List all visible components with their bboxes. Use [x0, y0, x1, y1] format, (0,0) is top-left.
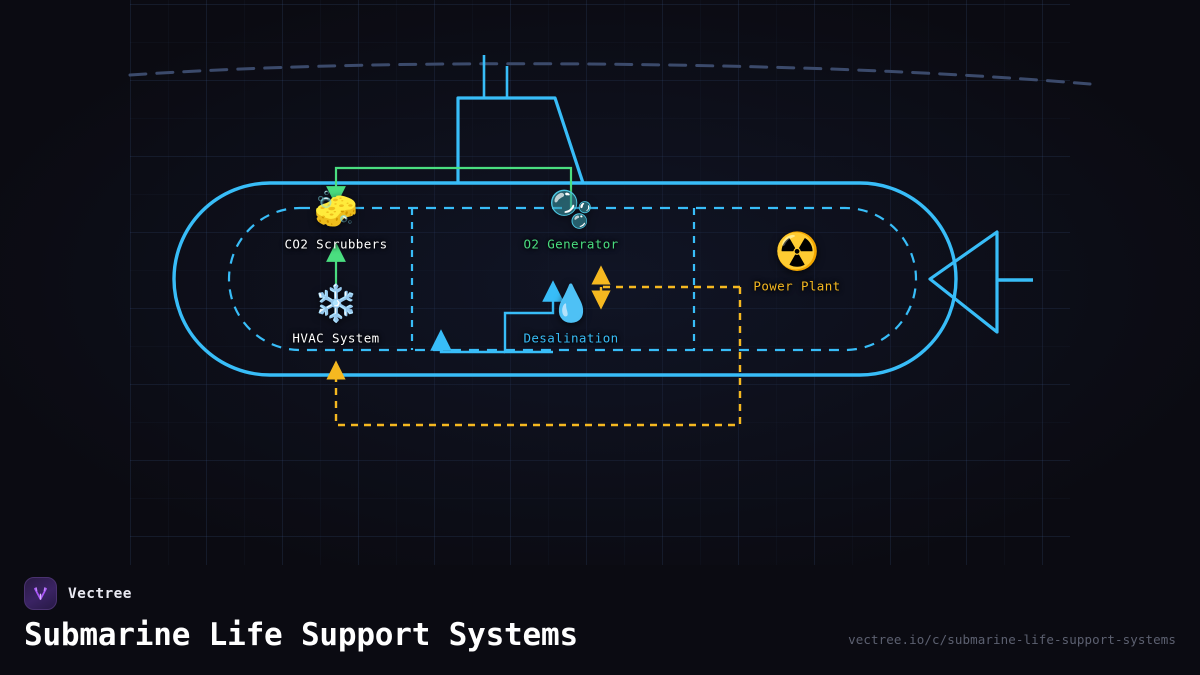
connection-power-to-o2 [591, 265, 740, 289]
page-title: Submarine Life Support Systems [24, 617, 578, 653]
footer: Vectree Submarine Life Support Systems v… [0, 565, 1200, 675]
submarine-outer-hull [172, 181, 958, 377]
water-surface-line [128, 62, 1092, 86]
connection-desal-to-o2 [503, 280, 564, 354]
footer-url: vectree.io/c/submarine-life-support-syst… [848, 632, 1176, 647]
snowflake-icon: ❄️ [313, 283, 359, 325]
node-label-co2-scrubbers: CO2 Scrubbers [284, 236, 388, 252]
node-o2-generator[interactable]: 🫧 O2 Generator [523, 189, 619, 252]
node-desalination[interactable]: 💧 Desalination [523, 283, 619, 346]
node-power-plant[interactable]: ☢️ Power Plant [753, 231, 841, 294]
node-hvac-system[interactable]: ❄️ HVAC System [292, 283, 380, 346]
connection-desal-intake [430, 329, 505, 354]
node-label-power-plant: Power Plant [753, 278, 841, 294]
node-label-o2-generator: O2 Generator [523, 236, 619, 252]
logo-glyph-icon [34, 587, 47, 600]
propeller-assembly [928, 230, 1033, 334]
submarine-pressure-hull [227, 206, 918, 352]
sponge-icon: 🧽 [313, 189, 359, 231]
conning-tower [456, 55, 585, 184]
node-label-hvac-system: HVAC System [292, 330, 380, 346]
brand[interactable]: Vectree [24, 577, 132, 610]
connection-o2-to-co2 [326, 166, 573, 210]
vectree-logo-icon [24, 577, 57, 610]
droplet-icon: 💧 [548, 283, 594, 325]
brand-name: Vectree [68, 585, 132, 602]
node-co2-scrubbers[interactable]: 🧽 CO2 Scrubbers [284, 189, 388, 252]
radioactive-icon: ☢️ [774, 231, 820, 273]
bubbles-icon: 🫧 [548, 189, 594, 231]
node-label-desalination: Desalination [523, 330, 619, 346]
compartment-bulkheads [410, 208, 696, 350]
connection-power-to-hvac [326, 287, 742, 427]
